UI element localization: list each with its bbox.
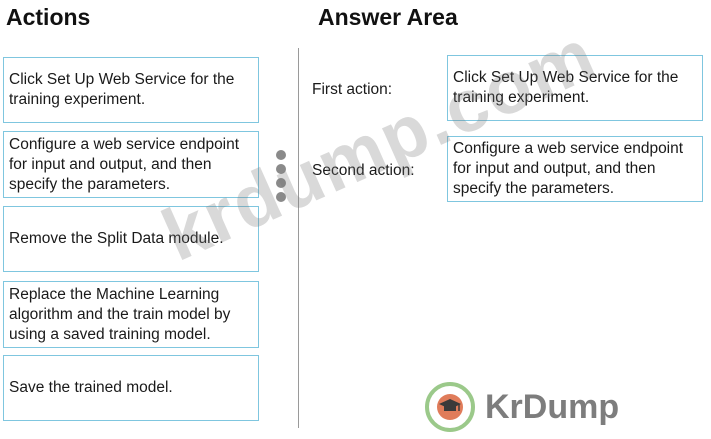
krdump-logo: KrDump bbox=[425, 382, 685, 434]
drag-handle-dots[interactable] bbox=[276, 150, 288, 206]
graduation-cap-icon bbox=[425, 382, 475, 432]
action-card-configure-endpoint[interactable]: Configure a web service endpoint for inp… bbox=[3, 131, 259, 198]
action-card-replace-algorithm[interactable]: Replace the Machine Learning algorithm a… bbox=[3, 281, 259, 348]
answer-area-heading: Answer Area bbox=[318, 4, 458, 30]
answer-slot-second[interactable]: Configure a web service endpoint for inp… bbox=[447, 136, 703, 202]
dot-icon bbox=[276, 192, 286, 202]
dot-icon bbox=[276, 164, 286, 174]
action-card-save-model[interactable]: Save the trained model. bbox=[3, 355, 259, 421]
answer-slot-text: Configure a web service endpoint for inp… bbox=[453, 140, 684, 197]
action-card-remove-split-data[interactable]: Remove the Split Data module. bbox=[3, 206, 259, 272]
dot-icon bbox=[276, 178, 286, 188]
actions-heading: Actions bbox=[6, 4, 91, 30]
logo-text: KrDump bbox=[485, 388, 620, 426]
first-action-label: First action: bbox=[312, 81, 393, 98]
action-card-text: Replace the Machine Learning algorithm a… bbox=[9, 285, 231, 343]
second-action-label: Second action: bbox=[312, 162, 415, 179]
answer-slot-first[interactable]: Click Set Up Web Service for the trainin… bbox=[447, 55, 703, 121]
action-card-text: Save the trained model. bbox=[9, 379, 173, 396]
panel-divider bbox=[298, 48, 299, 428]
action-card-text: Configure a web service endpoint for inp… bbox=[9, 135, 240, 193]
action-card-set-up-web-service[interactable]: Click Set Up Web Service for the trainin… bbox=[3, 57, 259, 123]
dot-icon bbox=[276, 150, 286, 160]
action-card-text: Click Set Up Web Service for the trainin… bbox=[9, 71, 235, 108]
action-card-text: Remove the Split Data module. bbox=[9, 230, 224, 247]
answer-slot-text: Click Set Up Web Service for the trainin… bbox=[453, 69, 679, 106]
